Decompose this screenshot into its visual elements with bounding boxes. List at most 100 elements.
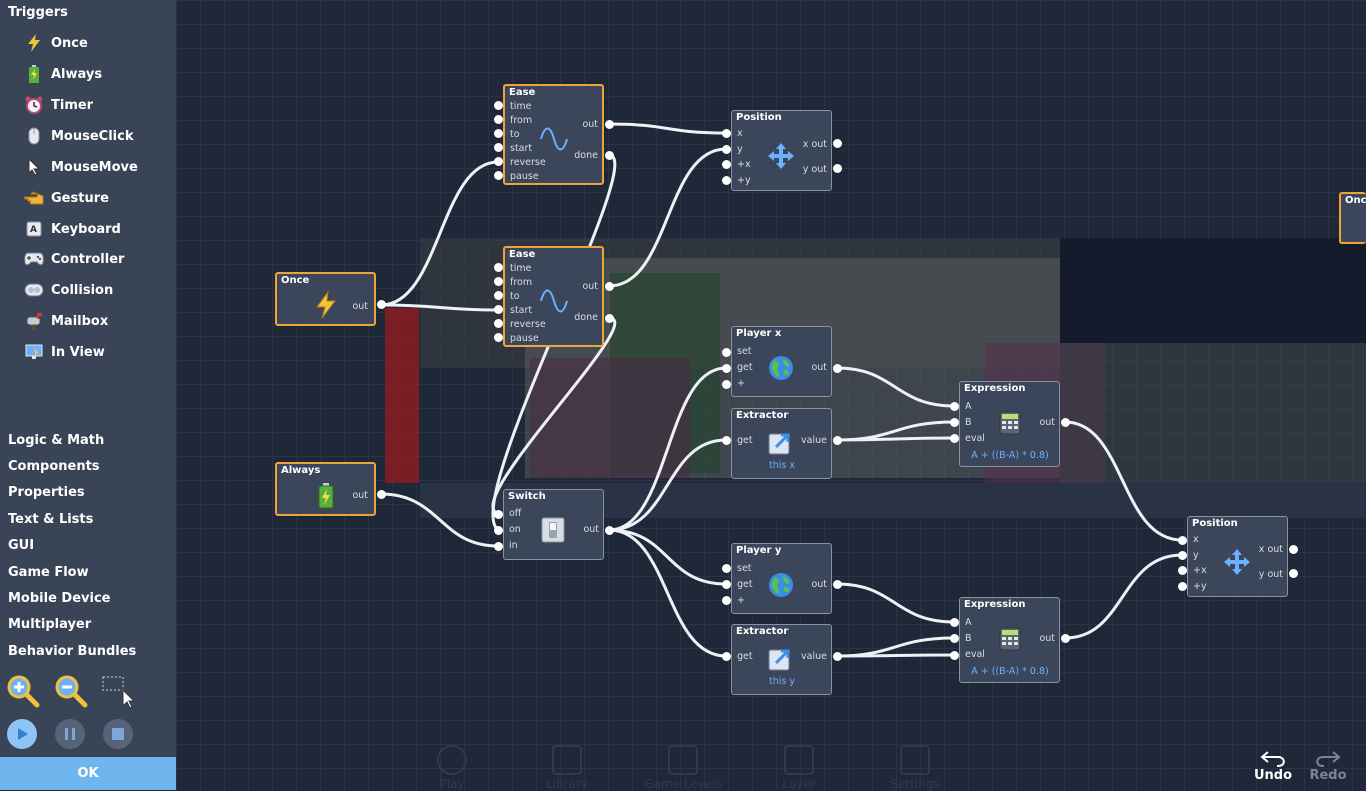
output-pin[interactable] (833, 652, 842, 661)
input-pin[interactable] (950, 651, 959, 660)
input-pin[interactable] (950, 418, 959, 427)
switch-node[interactable]: Switch off on in out (503, 489, 604, 560)
trigger-item-gesture[interactable]: Gesture (24, 186, 109, 210)
input-pin[interactable] (950, 618, 959, 627)
input-pin[interactable] (722, 436, 731, 445)
output-pin[interactable] (833, 580, 842, 589)
input-pin[interactable] (722, 129, 731, 138)
category-mobile-device[interactable]: Mobile Device (8, 591, 111, 606)
input-pin[interactable] (494, 263, 503, 272)
input-pin[interactable] (494, 115, 503, 124)
output-pin[interactable] (833, 164, 842, 173)
category-properties[interactable]: Properties (8, 485, 85, 500)
input-pin[interactable] (494, 291, 503, 300)
input-pin[interactable] (722, 176, 731, 185)
output-pin[interactable] (605, 314, 614, 323)
trigger-item-mouseclick[interactable]: MouseClick (24, 124, 133, 148)
input-pin[interactable] (494, 542, 503, 551)
expression-node-2[interactable]: Expression A B eval out A + ((B-A) * 0.8… (959, 597, 1060, 683)
input-pin[interactable] (1178, 566, 1187, 575)
output-pin[interactable] (605, 282, 614, 291)
category-logic-math[interactable]: Logic & Math (8, 433, 105, 448)
play-button[interactable] (7, 719, 37, 749)
input-pin[interactable] (494, 277, 503, 286)
output-pin[interactable] (833, 436, 842, 445)
stop-button[interactable] (103, 719, 133, 749)
input-pin[interactable] (722, 145, 731, 154)
category-multiplayer[interactable]: Multiplayer (8, 617, 92, 632)
redo-button[interactable]: Redo (1307, 750, 1349, 783)
trigger-item-mailbox[interactable]: Mailbox (24, 309, 108, 333)
expression-node-1[interactable]: Expression A B eval out A + ((B-A) * 0.8… (959, 381, 1060, 467)
input-pin[interactable] (494, 143, 503, 152)
ease-node-1[interactable]: Ease time from to start reverse pause ou… (503, 84, 604, 185)
input-pin[interactable] (494, 305, 503, 314)
pause-button[interactable] (55, 719, 85, 749)
output-pin[interactable] (377, 490, 386, 499)
trigger-item-timer[interactable]: Timer (24, 93, 93, 117)
input-pin[interactable] (494, 510, 503, 519)
position-node-1[interactable]: Position x y +x +y x out y out (731, 110, 832, 191)
player-y-node[interactable]: Player y set get + out (731, 543, 832, 614)
input-pin[interactable] (722, 580, 731, 589)
select-area-button[interactable] (101, 674, 137, 714)
input-pin[interactable] (494, 157, 503, 166)
extractor-x-node[interactable]: Extractor get value this x (731, 408, 832, 479)
trigger-item-collision[interactable]: Collision (24, 278, 113, 302)
input-pin[interactable] (722, 596, 731, 605)
trigger-item-keyboard[interactable]: A Keyboard (24, 217, 121, 241)
output-pin[interactable] (1061, 634, 1070, 643)
input-label: time (510, 101, 532, 112)
zoom-out-button[interactable] (54, 674, 88, 712)
input-label: off (509, 508, 522, 519)
output-pin[interactable] (1289, 569, 1298, 578)
category-game-flow[interactable]: Game Flow (8, 565, 89, 580)
input-pin[interactable] (1178, 551, 1187, 560)
category-components[interactable]: Components (8, 459, 100, 474)
trigger-item-once[interactable]: Once (24, 31, 88, 55)
input-pin[interactable] (494, 333, 503, 342)
trigger-item-controller[interactable]: Controller (24, 247, 124, 271)
input-pin[interactable] (722, 348, 731, 357)
input-pin[interactable] (950, 402, 959, 411)
category-behavior-bundles[interactable]: Behavior Bundles (8, 644, 137, 659)
trigger-item-always[interactable]: Always (24, 62, 102, 86)
output-pin[interactable] (833, 139, 842, 148)
category-text-lists[interactable]: Text & Lists (8, 512, 94, 527)
extract-arrow-icon (766, 643, 796, 673)
input-pin[interactable] (494, 319, 503, 328)
output-pin[interactable] (605, 151, 614, 160)
category-gui[interactable]: GUI (8, 538, 35, 553)
extractor-y-node[interactable]: Extractor get value this y (731, 624, 832, 695)
input-pin[interactable] (950, 634, 959, 643)
input-pin[interactable] (494, 101, 503, 110)
input-pin[interactable] (722, 652, 731, 661)
always-trigger-node[interactable]: Always out (275, 462, 376, 516)
input-pin[interactable] (722, 380, 731, 389)
input-pin[interactable] (722, 364, 731, 373)
input-pin[interactable] (1178, 536, 1187, 545)
input-pin[interactable] (722, 564, 731, 573)
once-trigger-node[interactable]: Once out (275, 272, 376, 326)
output-pin[interactable] (1061, 418, 1070, 427)
input-pin[interactable] (722, 160, 731, 169)
output-pin[interactable] (833, 364, 842, 373)
input-pin[interactable] (1178, 582, 1187, 591)
output-pin[interactable] (1289, 545, 1298, 554)
undo-button[interactable]: Undo (1252, 750, 1294, 783)
position-node-2[interactable]: Position x y +x +y x out y out (1187, 516, 1288, 597)
input-pin[interactable] (950, 434, 959, 443)
input-pin[interactable] (494, 526, 503, 535)
player-x-node[interactable]: Player x set get + out (731, 326, 832, 397)
output-pin[interactable] (605, 120, 614, 129)
ease-node-2[interactable]: Ease time from to start reverse pause ou… (503, 246, 604, 347)
input-pin[interactable] (494, 171, 503, 180)
input-pin[interactable] (494, 129, 503, 138)
once-trigger-node-partial[interactable]: Once (1339, 192, 1366, 244)
zoom-in-button[interactable] (6, 674, 40, 712)
ok-button[interactable]: OK (0, 757, 176, 790)
output-pin[interactable] (605, 526, 614, 535)
output-pin[interactable] (377, 300, 386, 309)
trigger-item-in-view[interactable]: In View (24, 340, 105, 364)
trigger-item-mousemove[interactable]: MouseMove (24, 155, 138, 179)
